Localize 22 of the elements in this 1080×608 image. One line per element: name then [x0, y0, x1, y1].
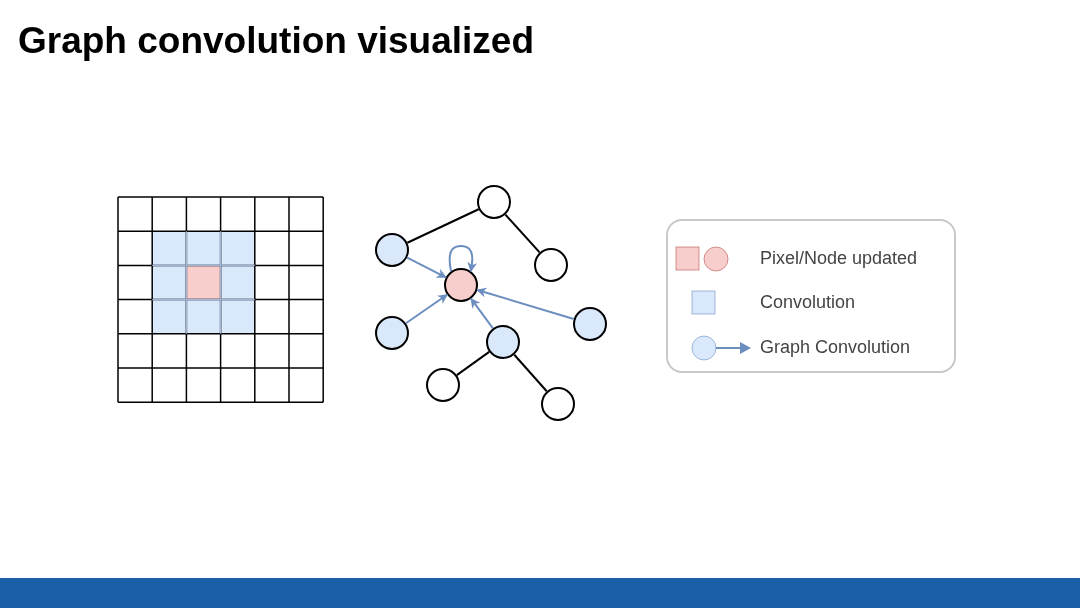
graph-node-circle	[426, 368, 460, 402]
graph-node-circle	[375, 316, 409, 350]
graph-node-circle	[541, 387, 575, 421]
graph-node-circle	[486, 325, 520, 359]
slide-title: Graph convolution visualized	[18, 20, 534, 62]
graph-node-circle	[534, 248, 568, 282]
legend-label: Pixel/Node updated	[760, 248, 918, 269]
connector-line	[504, 213, 541, 254]
arrow	[476, 287, 575, 321]
connector-line	[455, 350, 491, 377]
connector-line	[513, 353, 548, 393]
graph-node-circle	[573, 307, 607, 341]
legend-label: Convolution	[760, 292, 856, 313]
arrow	[448, 245, 478, 273]
legend-label: Graph Convolution	[760, 337, 911, 358]
graph-node-circle	[444, 268, 478, 302]
arrow	[406, 256, 447, 279]
arrow	[404, 293, 449, 325]
graph-node-circle	[375, 233, 409, 267]
graph-node-circle	[477, 185, 511, 219]
connector-line	[406, 208, 480, 244]
arrow	[470, 297, 494, 330]
